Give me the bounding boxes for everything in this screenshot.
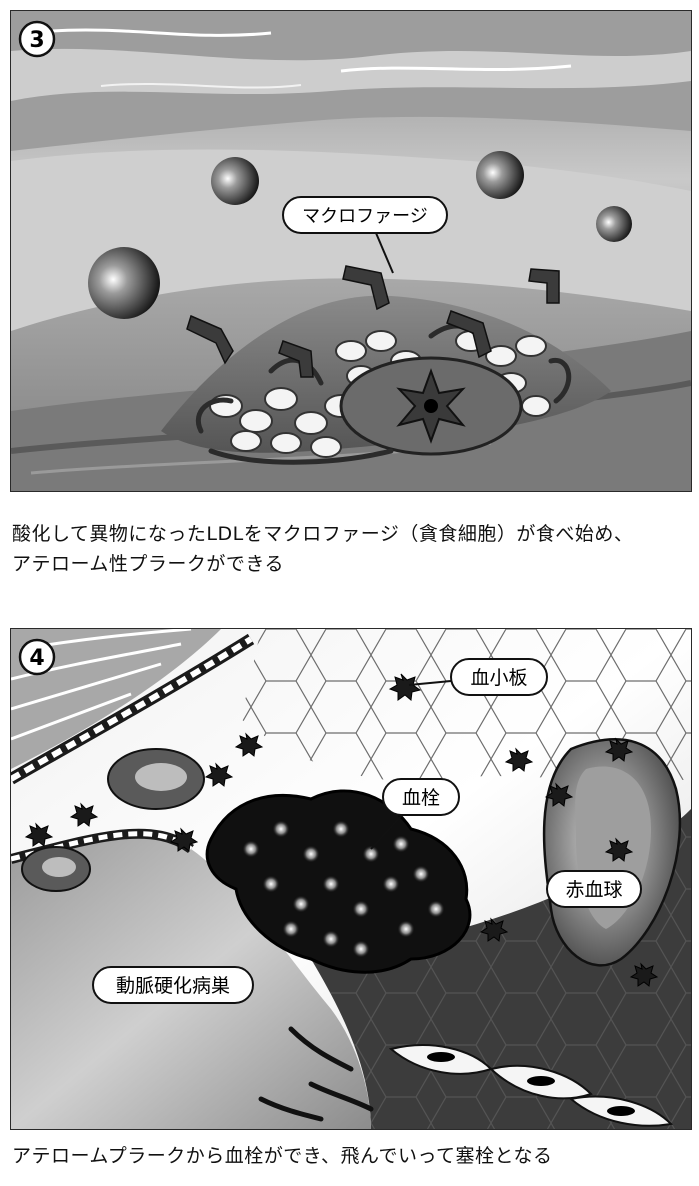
panel-number-badge: [18, 638, 56, 676]
red-blood-cell-label-bubble: [546, 870, 642, 908]
illustration-panel-4: 4 血小板 血栓 赤血球 動脈硬化病巣: [10, 628, 692, 1130]
platelet-label-bubble: [450, 658, 548, 696]
ldl-particle: [88, 247, 160, 319]
platelets: [24, 673, 659, 987]
ldl-particle: [211, 157, 259, 205]
illustration-3-artwork: 3 マクロファージ: [11, 11, 691, 491]
lesion-label-bubble: [92, 966, 254, 1004]
thrombus-label-bubble: [382, 778, 460, 816]
caption-3-line-2: アテローム性プラークができる: [12, 553, 285, 575]
thrombus-leader-line: [370, 813, 404, 850]
thrombus-glow-dots: [242, 820, 445, 958]
macrophage-label-bubble: [282, 196, 448, 234]
red-blood-cell-center: [42, 857, 76, 877]
thrombus-label: 血栓: [402, 787, 440, 809]
ldl-particle: [476, 151, 524, 199]
caption-panel-3: 酸化して異物になったLDLをマクロファージ（貪食細胞）が食べ始め、 アテローム性…: [12, 519, 633, 579]
platelet-label: 血小板: [470, 667, 527, 689]
caption-panel-4: アテロームプラークから血栓ができ、飛んでいって塞栓となる: [12, 1141, 553, 1171]
lesion-label: 動脈硬化病巣: [116, 975, 230, 997]
macrophage-label: マクロファージ: [302, 206, 428, 227]
illustration-4-artwork: 4 血小板 血栓 赤血球 動脈硬化病巣: [11, 629, 691, 1129]
panel-number-4: 4: [29, 646, 44, 671]
caption-3-line-1: 酸化して異物になったLDLをマクロファージ（貪食細胞）が食べ始め、: [12, 523, 634, 545]
red-blood-cell-label: 赤血球: [565, 879, 622, 901]
platelet-leader-line: [408, 680, 452, 686]
caption-4-line-1: アテロームプラークから血栓ができ、飛んでいって塞栓となる: [12, 1145, 553, 1167]
ldl-particle: [596, 206, 632, 242]
macrophage-leader-line: [375, 232, 394, 274]
red-blood-cell-center: [135, 763, 187, 791]
panel-number-3: 3: [29, 28, 44, 53]
illustration-panel-3: 3 マクロファージ: [10, 10, 692, 492]
panel-number-badge: [18, 20, 56, 58]
